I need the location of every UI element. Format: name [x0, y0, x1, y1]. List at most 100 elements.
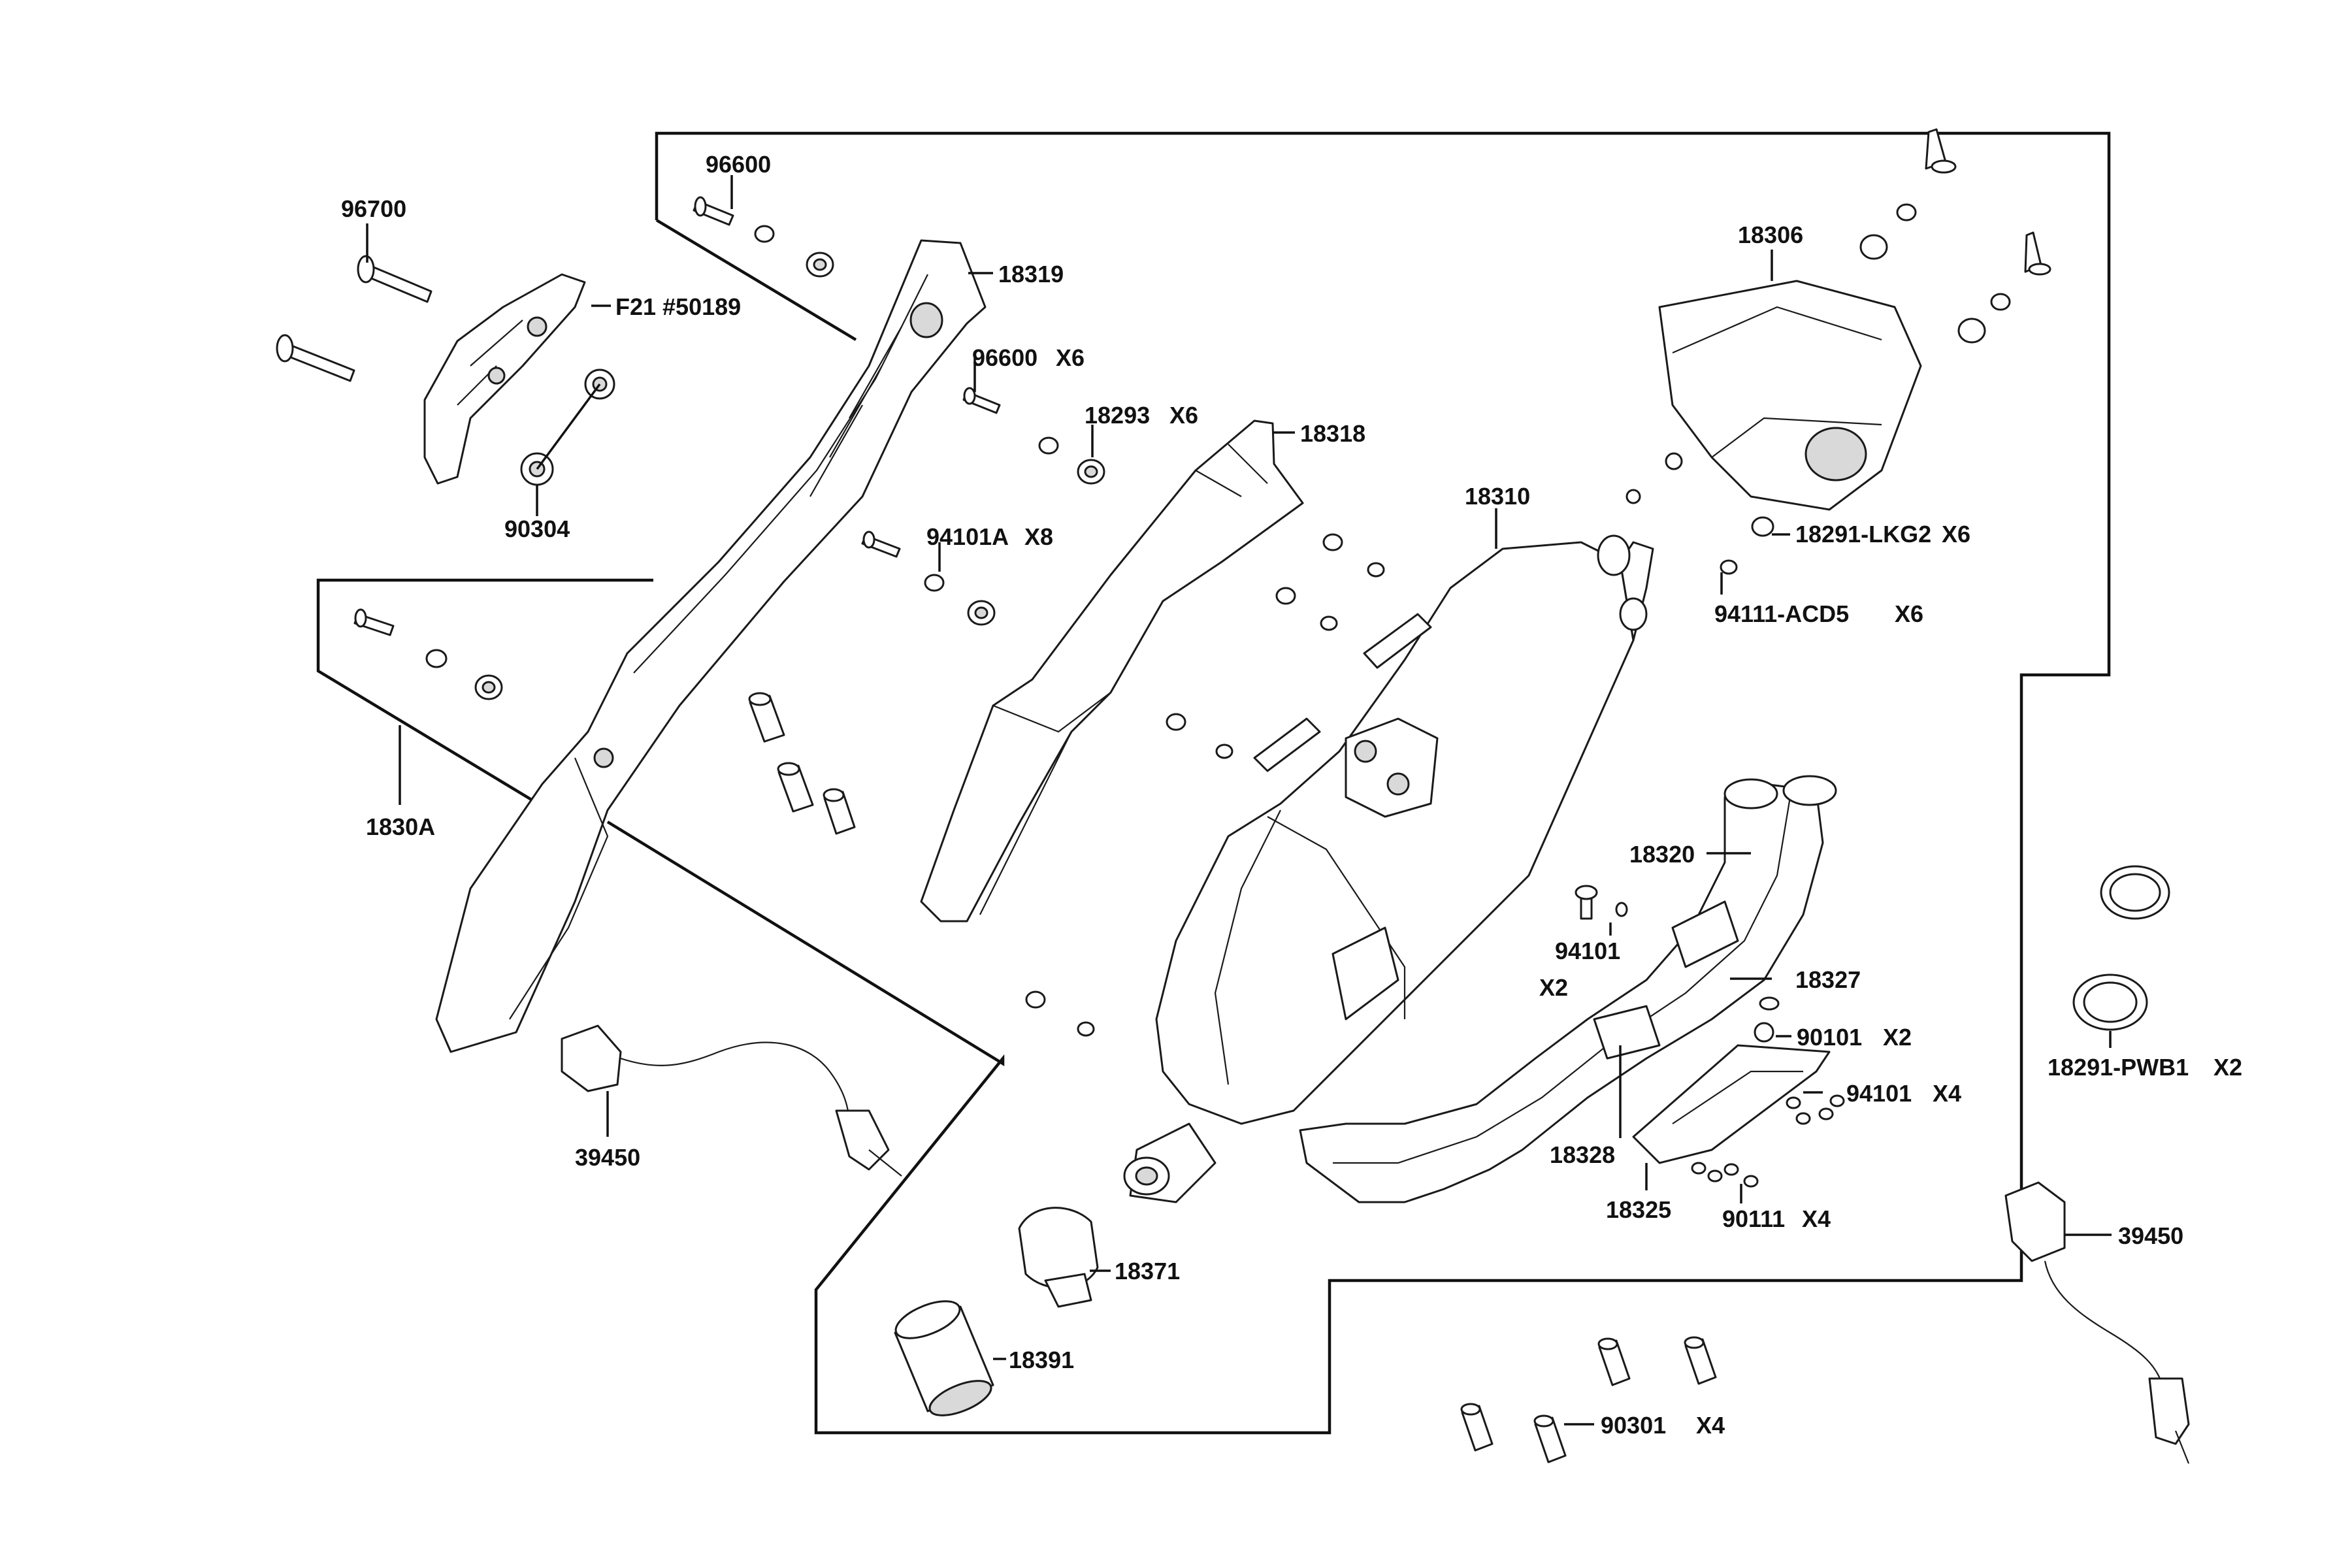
label-1830a: 1830A	[366, 813, 435, 840]
label-18328: 18328	[1550, 1141, 1615, 1168]
label-18291-pwb1: 18291-PWB1	[2048, 1054, 2189, 1081]
washer-90101	[1759, 996, 1780, 1011]
bolt-94101a	[861, 531, 901, 558]
small-washer-d	[1077, 1021, 1095, 1037]
o2-sensor-39450-left	[561, 1024, 902, 1177]
label-f21: F21 #50189	[615, 293, 741, 320]
washer-94111	[1720, 559, 1738, 575]
collar-1	[748, 692, 785, 743]
washer-18306-a	[1896, 203, 1917, 221]
collar-3	[823, 788, 856, 835]
assembly-frame-main-top-diagonal	[655, 219, 857, 341]
nut-96600-top	[806, 252, 834, 278]
label-90301: 90301	[1601, 1412, 1666, 1439]
collar-90301-d	[1533, 1414, 1567, 1463]
qty-90301: X4	[1696, 1412, 1725, 1439]
small-nut-a	[1322, 533, 1343, 551]
muffler-18310	[1123, 534, 1654, 1203]
qty-96600-x6: X6	[1056, 344, 1085, 371]
label-18318: 18318	[1300, 420, 1365, 447]
label-18325: 18325	[1606, 1196, 1671, 1223]
bolt-96600-top	[693, 196, 734, 226]
label-39450-left: 39450	[575, 1144, 640, 1171]
washer-18306-c	[1665, 452, 1683, 470]
label-94101-x4: 94101	[1846, 1080, 1912, 1107]
end-cap-18306	[1658, 280, 1922, 511]
washer-94101a	[924, 574, 945, 592]
nut-94101a	[967, 600, 996, 626]
qty-94101-x4: X4	[1933, 1080, 1961, 1107]
bolt-96700-upper	[357, 255, 433, 303]
label-94111: 94111-ACD5	[1714, 600, 1849, 627]
qty-94101a: X8	[1024, 523, 1053, 550]
sleeve-18391	[894, 1300, 994, 1416]
qty-90101: X2	[1883, 1024, 1912, 1051]
assembly-frame-bracket	[316, 578, 653, 811]
clamp-18371	[1018, 1207, 1099, 1308]
collar-90301-b	[1684, 1336, 1717, 1385]
washer-18306-d	[1625, 489, 1641, 504]
small-washer-c	[1215, 743, 1233, 759]
header-pipes-18320	[1299, 775, 1837, 1203]
label-96600-x6: 96600	[972, 344, 1037, 371]
label-90304: 90304	[504, 515, 570, 542]
washer-18293	[1038, 436, 1059, 455]
bolt-18306-b	[2024, 231, 2051, 276]
small-nut-d	[1025, 990, 1046, 1009]
leader-lines	[366, 175, 2112, 1426]
cap-bolt-18291-lkg2	[1751, 516, 1774, 537]
nut-1830a	[474, 674, 503, 700]
bolt-94101-x2	[1575, 885, 1598, 920]
gasket-18291-pwb1-upper	[2100, 865, 2170, 920]
label-18320: 18320	[1629, 841, 1695, 868]
label-18327: 18327	[1795, 966, 1861, 993]
washer-94101-x2	[1615, 902, 1628, 917]
collar-90301-c	[1460, 1403, 1494, 1452]
label-18310: 18310	[1465, 483, 1530, 510]
bolt-1830a	[353, 608, 395, 636]
label-90101: 90101	[1797, 1024, 1862, 1051]
assembly-frame-main	[606, 131, 2111, 1435]
label-96600-top: 96600	[706, 151, 771, 178]
label-94101a: 94101A	[926, 523, 1009, 550]
small-washer-a	[1367, 562, 1385, 578]
nuts-90111-x4	[1691, 1162, 1759, 1188]
nut-18306-b	[1957, 318, 1986, 344]
label-96700: 96700	[341, 195, 406, 222]
bracket-f21	[423, 273, 586, 485]
bolt-96700-lower	[276, 334, 355, 382]
label-18291-lkg2: 18291-LKG2	[1795, 521, 1931, 547]
qty-18291-pwb1: X2	[2213, 1054, 2242, 1081]
heat-shield-18318	[920, 419, 1304, 923]
leader-90304-link	[536, 383, 601, 470]
small-nut-b	[1275, 587, 1296, 605]
washer-96600-top	[754, 225, 775, 243]
label-94101-x2: 94101	[1555, 938, 1620, 964]
bolt-18306-a	[1925, 128, 1957, 174]
qty-90111: X4	[1802, 1205, 1831, 1232]
qty-18291-lkg2: X6	[1942, 521, 1970, 547]
bolt-90101	[1754, 1022, 1774, 1043]
label-39450-right: 39450	[2118, 1222, 2183, 1249]
qty-94111: X6	[1895, 600, 1923, 627]
washer-18306-b	[1990, 293, 2011, 311]
small-washer-b	[1320, 615, 1338, 631]
grommet-18293	[1077, 459, 1105, 485]
qty-18293: X6	[1169, 402, 1198, 429]
qty-94101-x2: X2	[1539, 974, 1568, 1001]
hanger-arm-18319	[435, 239, 987, 1053]
collar-90301-a	[1597, 1337, 1631, 1386]
protector-18325	[1632, 1044, 1831, 1164]
label-18371: 18371	[1115, 1258, 1180, 1284]
label-90111: 90111	[1722, 1205, 1785, 1232]
washer-1830a	[425, 649, 448, 668]
label-18319: 18319	[998, 261, 1064, 287]
callout-labels: 96600 96700 18319 F21 #50189 96600 X6 18…	[341, 151, 2242, 1439]
nut-18306-a	[1859, 234, 1888, 260]
label-18293: 18293	[1085, 402, 1150, 429]
gasket-18291-pwb1-lower	[2072, 973, 2148, 1031]
bolt-96600-x6	[962, 387, 1001, 414]
small-nut-c	[1166, 713, 1186, 731]
collar-2	[777, 762, 814, 813]
